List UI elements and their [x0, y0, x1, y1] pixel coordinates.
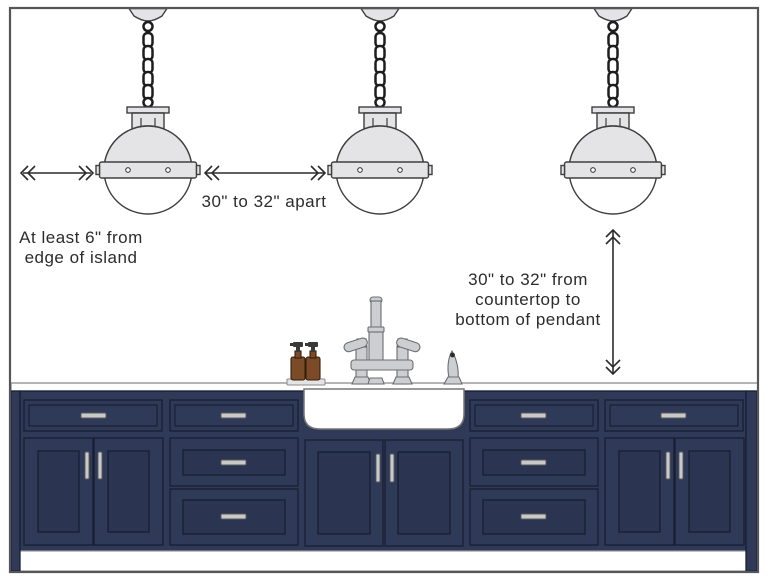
label-line: 30" to 32" from — [468, 270, 588, 289]
door-handle — [84, 451, 90, 480]
end-panel-left — [10, 390, 21, 572]
drawer-handle — [520, 412, 547, 419]
pendant-spacing-arrow — [203, 165, 327, 181]
drawer-handle — [220, 513, 247, 520]
diagram-border — [8, 6, 760, 574]
label-line: bottom of pendant — [455, 310, 601, 329]
bridge-faucet — [343, 296, 421, 385]
side-sprayer — [443, 349, 463, 385]
door-handle — [678, 451, 684, 480]
soap-bottles — [286, 342, 326, 386]
toe-kick — [19, 550, 747, 572]
drawer-handle — [520, 459, 547, 466]
faucet-handle — [396, 337, 421, 353]
cabinet-section-doors-right — [604, 399, 745, 546]
height-spacing-arrow — [605, 228, 621, 376]
drawer-handle — [520, 513, 547, 520]
label-line: edge of island — [25, 248, 138, 267]
drawer-handle — [80, 412, 107, 419]
pendant-spacing-label: 30" to 32" apart — [202, 192, 327, 211]
drawer-handle — [660, 412, 687, 419]
soap-bottle — [305, 356, 321, 381]
faucet-handle — [343, 337, 368, 353]
island-cabinets — [10, 390, 758, 572]
door-handle — [665, 451, 671, 480]
edge-spacing-label: At least 6" from edge of island — [19, 228, 143, 267]
door-handle — [375, 453, 381, 483]
label-line: At least 6" from — [19, 228, 143, 247]
label-line: countertop to — [475, 290, 581, 309]
cabinet-section-drawers-left — [169, 399, 299, 546]
farmhouse-sink — [303, 388, 465, 430]
cabinet-section-sink-base — [304, 439, 464, 547]
edge-spacing-arrow — [19, 165, 95, 181]
bridge-bar — [350, 359, 414, 371]
height-spacing-label: 30" to 32" from countertop to bottom of … — [455, 270, 601, 329]
cabinet-section-drawers-right — [469, 399, 599, 546]
drawer-handle — [220, 412, 247, 419]
end-panel-right — [745, 390, 758, 572]
drawer-handle — [220, 459, 247, 466]
door-handle — [97, 451, 103, 480]
cabinet-section-doors-left — [23, 399, 164, 546]
soap-bottle — [290, 356, 306, 381]
door-handle — [389, 453, 395, 483]
